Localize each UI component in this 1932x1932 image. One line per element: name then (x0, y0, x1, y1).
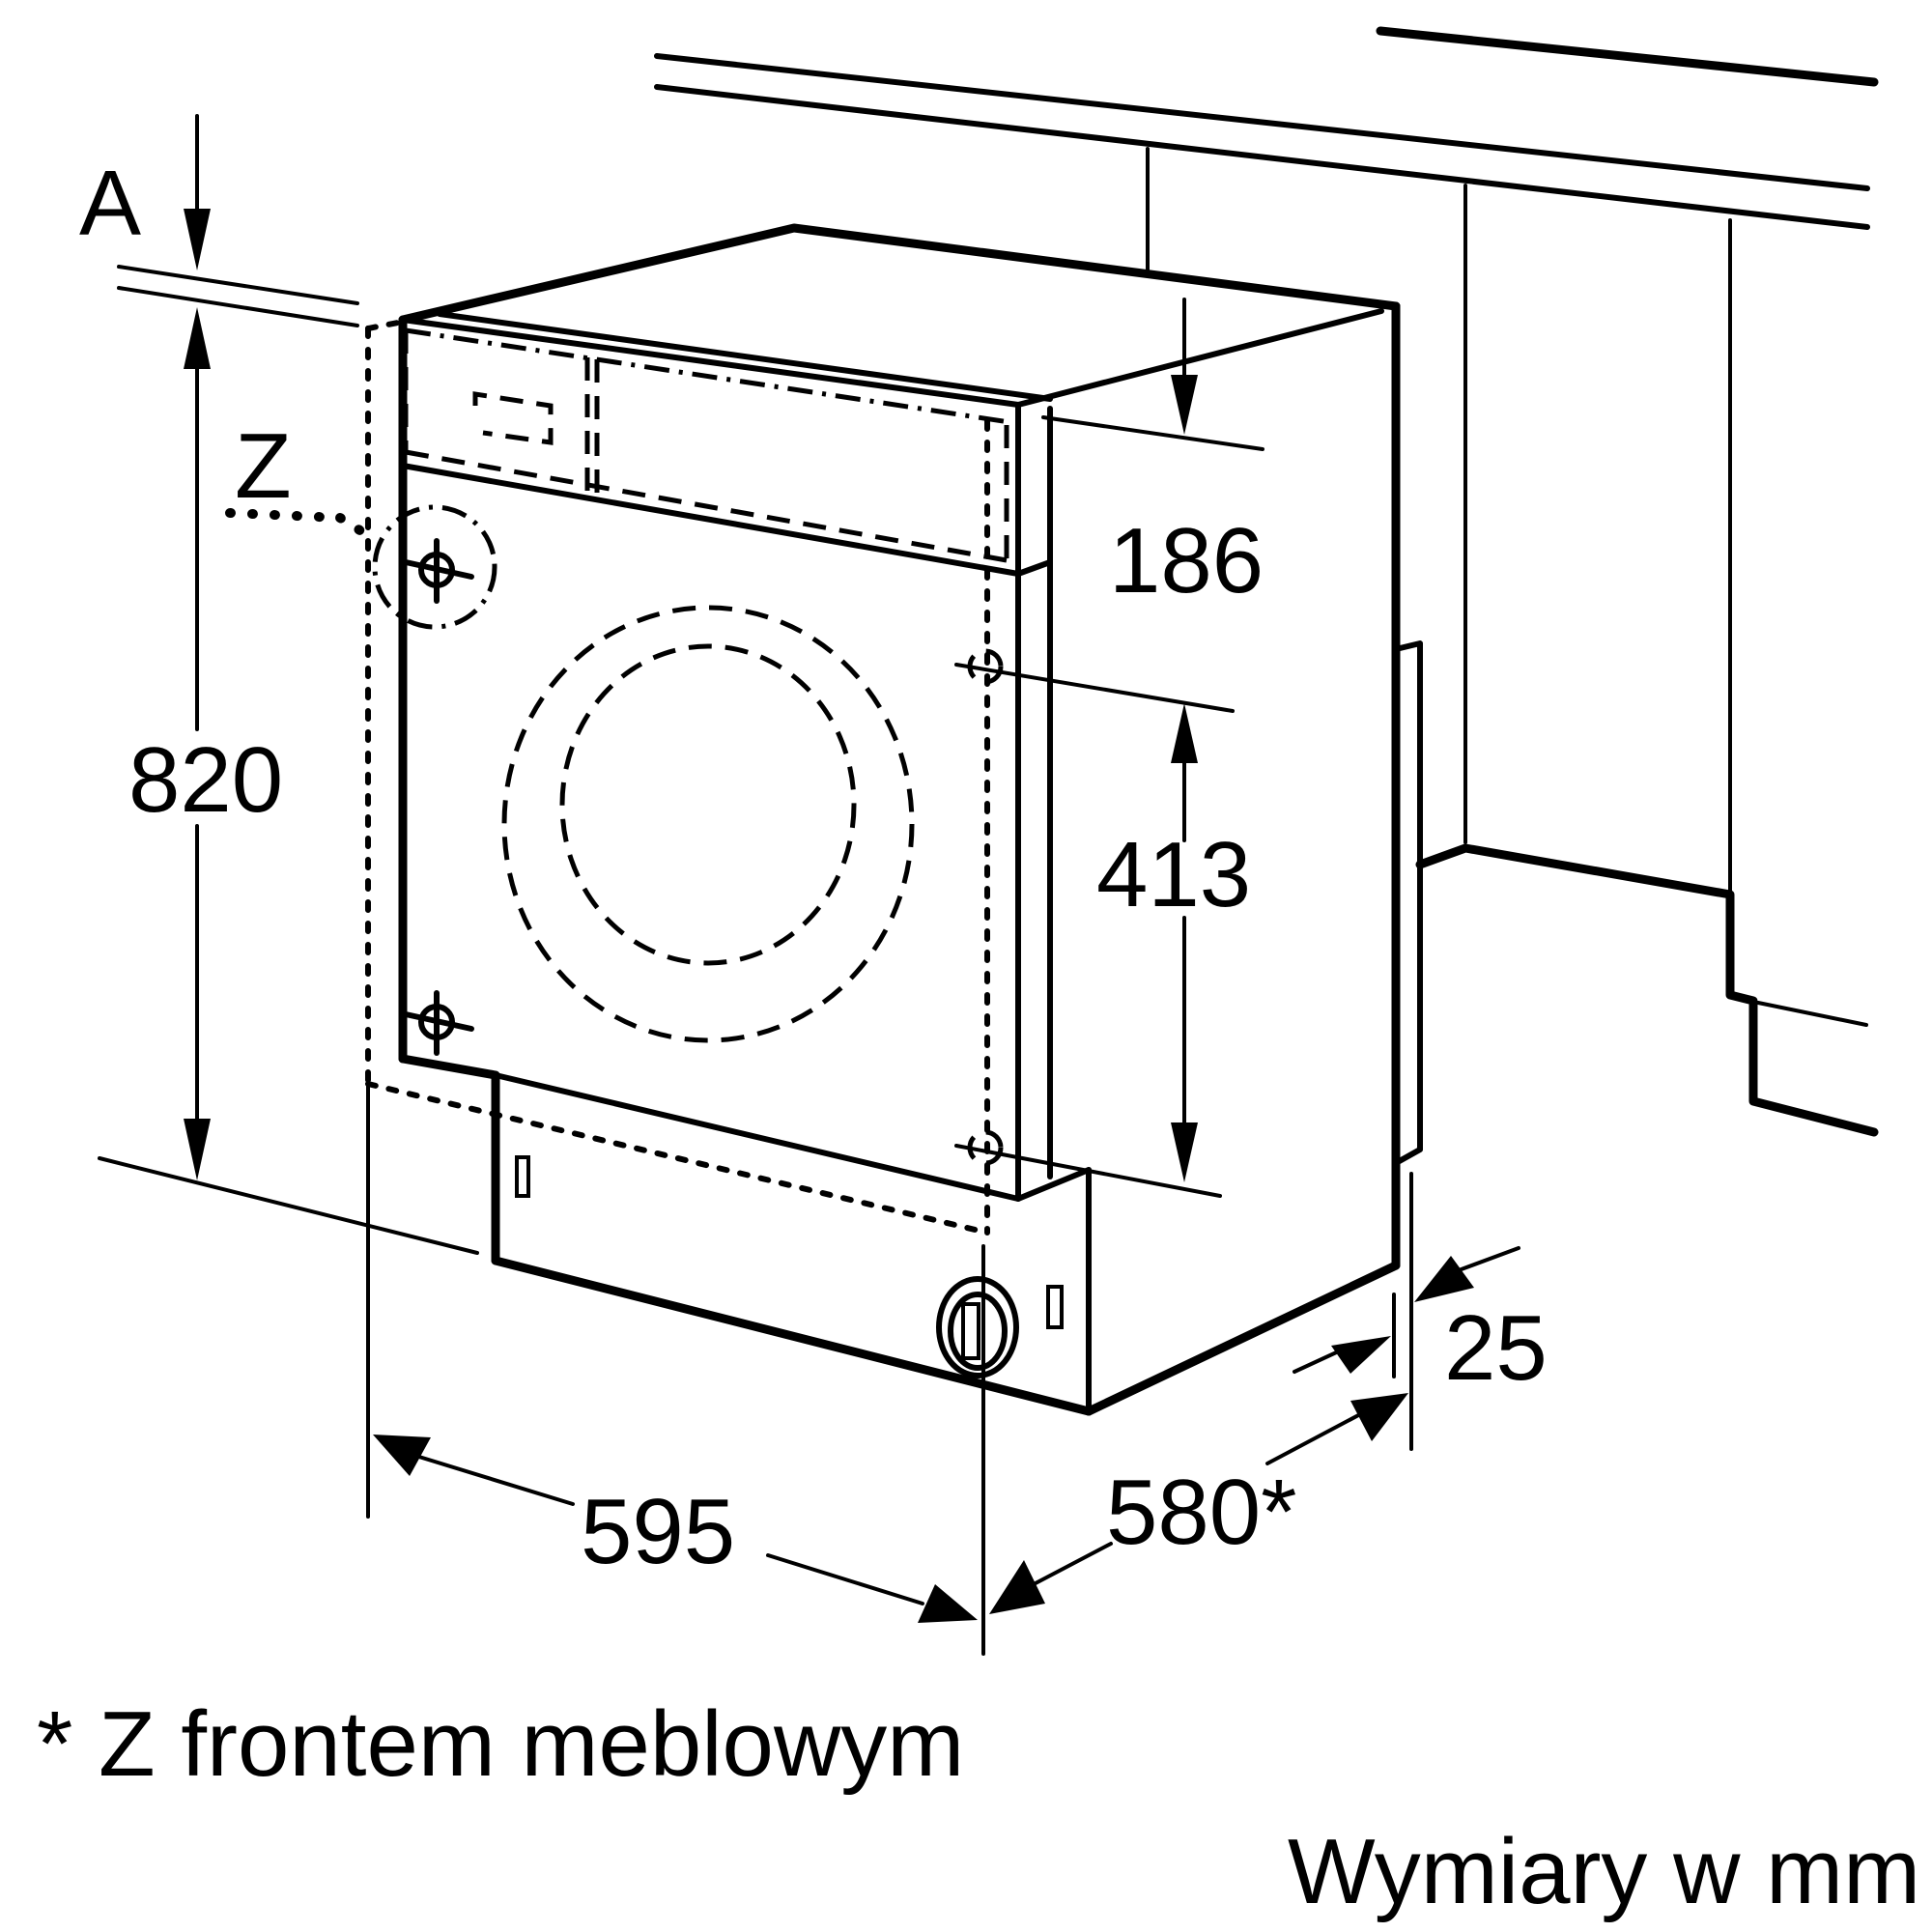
label-height-820: 820 (128, 728, 283, 832)
dimension-width (366, 1082, 985, 1656)
label-fixing-spacing-413: 413 (1096, 823, 1251, 926)
label-door-offset-25: 25 (1444, 1296, 1548, 1400)
fixing-point-bottom-left (403, 990, 474, 1056)
dimension-depth (989, 1172, 1413, 1614)
drain-pump-cap (936, 1276, 1019, 1378)
machine-body (398, 223, 1401, 1416)
fixing-point-z (372, 504, 497, 630)
worktop-rails (654, 26, 1879, 896)
label-panel-offset-186: 186 (1109, 509, 1264, 612)
furniture-front-outline (365, 319, 990, 1236)
base-slot-right (1046, 1285, 1064, 1329)
footnote: * Z frontem meblowym (37, 1692, 964, 1796)
label-a: A (79, 152, 141, 255)
dimension-a (117, 114, 359, 369)
label-z: Z (235, 414, 292, 518)
control-panel-outline (403, 327, 1010, 563)
drum-door (501, 605, 915, 1043)
z-leader (225, 508, 382, 546)
base-slot-left (515, 1155, 530, 1198)
dimension-height (98, 327, 479, 1255)
label-width-595: 595 (581, 1480, 735, 1583)
label-depth-580: 580* (1106, 1461, 1297, 1564)
units-note: Wymiary w mm (1288, 1820, 1920, 1923)
dimension-panel-fixing (954, 298, 1264, 1198)
dimension-door-offset (1293, 1246, 1520, 1378)
adjacent-cabinet (1415, 843, 1879, 1137)
